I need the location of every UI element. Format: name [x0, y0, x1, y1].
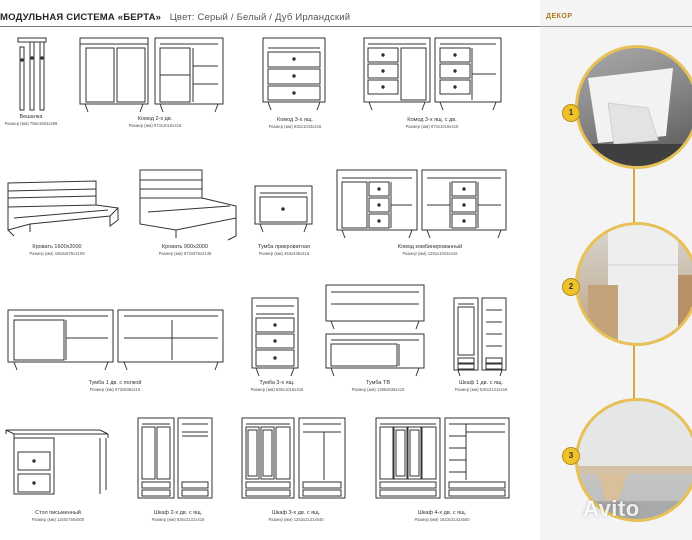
header-divider: [0, 26, 540, 27]
item-size: Размер (мм) 1253х2131х545: [268, 517, 324, 522]
item-size: Размер (мм) 756х1584х289: [4, 121, 58, 126]
item-size: Размер (мм) 453х435х416: [258, 251, 310, 256]
item-name: Комод 2-х дв.: [137, 116, 173, 122]
nightstand-drawing: [254, 185, 313, 233]
catalog-title: МОДУЛЬНАЯ СИСТЕМА «БЕРТА» Цвет: Серый / …: [0, 12, 350, 23]
item-size: Размер (мм) 530х2131х416: [454, 387, 508, 392]
system-name: МОДУЛЬНАЯ СИСТЕМА «БЕРТА»: [0, 12, 162, 23]
item-name: Комод 3-х ящ. с дв.: [407, 117, 457, 123]
caption-cabinet-3-drawer: Тумба 3-х ящ. Размер (мм) 535х1018х416: [242, 380, 312, 393]
caption-wardrobe-1-door: Шкаф 1 дв. с ящ. Размер (мм) 530х2131х41…: [446, 380, 516, 393]
decor-photo-2: [575, 222, 692, 346]
caption-bed-900: Кровать 900х2000 Размер (мм) 973х876х214…: [140, 244, 230, 257]
item-name: Кровать 900х2000: [161, 244, 209, 250]
item-size: Размер (мм) 832х1043х416: [268, 124, 322, 129]
wardrobe-4-door-drawing: [375, 417, 510, 499]
decor-title: ДЕКОР: [546, 13, 573, 20]
item-name: Тумба 1 дв. с полкой: [88, 380, 142, 386]
caption-dresser-2-door: Комод 2-х дв. Размер (мм) 973х1018х416: [105, 116, 205, 129]
item-size: Размер (мм) 973х1018х416: [128, 123, 182, 128]
decor-divider: [540, 26, 692, 27]
item-size: Размер (мм) 1291х1043х416: [402, 251, 458, 256]
color-label: Цвет:: [169, 12, 195, 23]
avito-watermark: Avito: [583, 496, 640, 521]
caption-nightstand: Тумба прикроватная Размер (мм) 453х435х4…: [243, 244, 325, 257]
wardrobe-1-door-drawing: [453, 297, 507, 377]
dresser-3-drawer-drawing: [262, 37, 326, 111]
caption-wardrobe-4-door: Шкаф 4-х дв. с ящ. Размер (мм) 1623х2142…: [404, 510, 480, 523]
caption-dresser-3-drawer-door: Комод 3-х ящ. с дв. Размер (мм) 973х1018…: [392, 117, 472, 130]
decor-badge-3: 3: [562, 447, 580, 465]
item-name: Комод 3-х ящ.: [277, 117, 313, 123]
item-size: Размер (мм) 973х876х2149: [158, 251, 212, 256]
item-size: Размер (мм) 1296х536х416: [351, 387, 405, 392]
caption-dresser-3-drawer: Комод 3-х ящ. Размер (мм) 832х1043х416: [255, 117, 335, 130]
wardrobe-3-door-drawing: [241, 417, 346, 499]
caption-cabinet-door-shelf: Тумба 1 дв. с полкой Размер (мм) 973х836…: [70, 380, 160, 393]
tv-stand-drawing: [325, 284, 425, 377]
wardrobe-2-door-drawing: [137, 417, 213, 499]
coat-rack-drawing: [17, 37, 47, 111]
caption-desk: Стол письменный Размер (мм) 1150х750х600: [20, 510, 96, 523]
caption-wardrobe-2-door: Шкаф 2-х дв. с ящ. Размер (мм) 835х2131х…: [140, 510, 216, 523]
item-size: Размер (мм) 535х1018х416: [250, 387, 304, 392]
desk-drawing: [5, 429, 109, 495]
item-size: Размер (мм) 973х836х416: [89, 387, 141, 392]
decor-photo-3: [575, 398, 692, 522]
color-values: Серый / Белый / Дуб Ирландский: [197, 12, 351, 23]
dresser-3-drawer-door-drawing: [363, 37, 502, 111]
dresser-combined-drawing: [336, 169, 507, 239]
item-name: Шкаф 2-х дв. с ящ.: [153, 510, 203, 516]
item-name: Тумба 3-х ящ.: [259, 380, 295, 386]
item-name: Шкаф 1 дв. с ящ.: [459, 380, 503, 386]
item-size: Размер (мм) 1623х2142х550: [414, 517, 470, 522]
decor-photo-2-image: [588, 225, 692, 343]
caption-wardrobe-3-door: Шкаф 3-х дв. с ящ. Размер (мм) 1253х2131…: [258, 510, 334, 523]
item-name: Комод комбинированный: [397, 244, 463, 250]
decor-badge-1: 1: [562, 104, 580, 122]
item-size: Размер (мм) 973х1018х416: [405, 124, 459, 129]
item-size: Размер (мм) 835х2131х416: [151, 517, 205, 522]
item-name: Тумба прикроватная: [257, 244, 311, 250]
caption-dresser-combined: Комод комбинированный Размер (мм) 1291х1…: [380, 244, 480, 257]
furniture-drawings: [5, 37, 510, 499]
item-size: Размер (мм) 1652х876х2109: [29, 251, 85, 256]
cabinet-door-shelf-drawing: [7, 309, 224, 371]
caption-coat-rack: Вешалка Размер (мм) 756х1584х289: [0, 114, 62, 127]
decor-photo-1: [575, 45, 692, 169]
item-size: Размер (мм) 1150х750х600: [31, 517, 85, 522]
item-name: Кровать 1600х2000: [32, 244, 82, 250]
item-name: Тумба ТВ: [365, 380, 391, 386]
item-name: Стол письменный: [35, 510, 81, 516]
decor-badge-2: 2: [562, 278, 580, 296]
page-header: МОДУЛЬНАЯ СИСТЕМА «БЕРТА» Цвет: Серый / …: [0, 0, 540, 28]
item-name: Шкаф 3-х дв. с ящ.: [271, 510, 321, 516]
item-name: Шкаф 4-х дв. с ящ.: [417, 510, 467, 516]
cabinet-3-drawer-drawing: [251, 297, 299, 377]
dresser-2-door-drawing: [79, 37, 224, 113]
decor-photo-1-image: [578, 68, 692, 166]
caption-bed-1600: Кровать 1600х2000 Размер (мм) 1652х876х2…: [12, 244, 102, 257]
caption-tv-stand: Тумба ТВ Размер (мм) 1296х536х416: [340, 380, 416, 393]
item-name: Вешалка: [19, 114, 43, 120]
bed-1600-drawing: [7, 180, 120, 237]
bed-900-drawing: [139, 169, 237, 241]
